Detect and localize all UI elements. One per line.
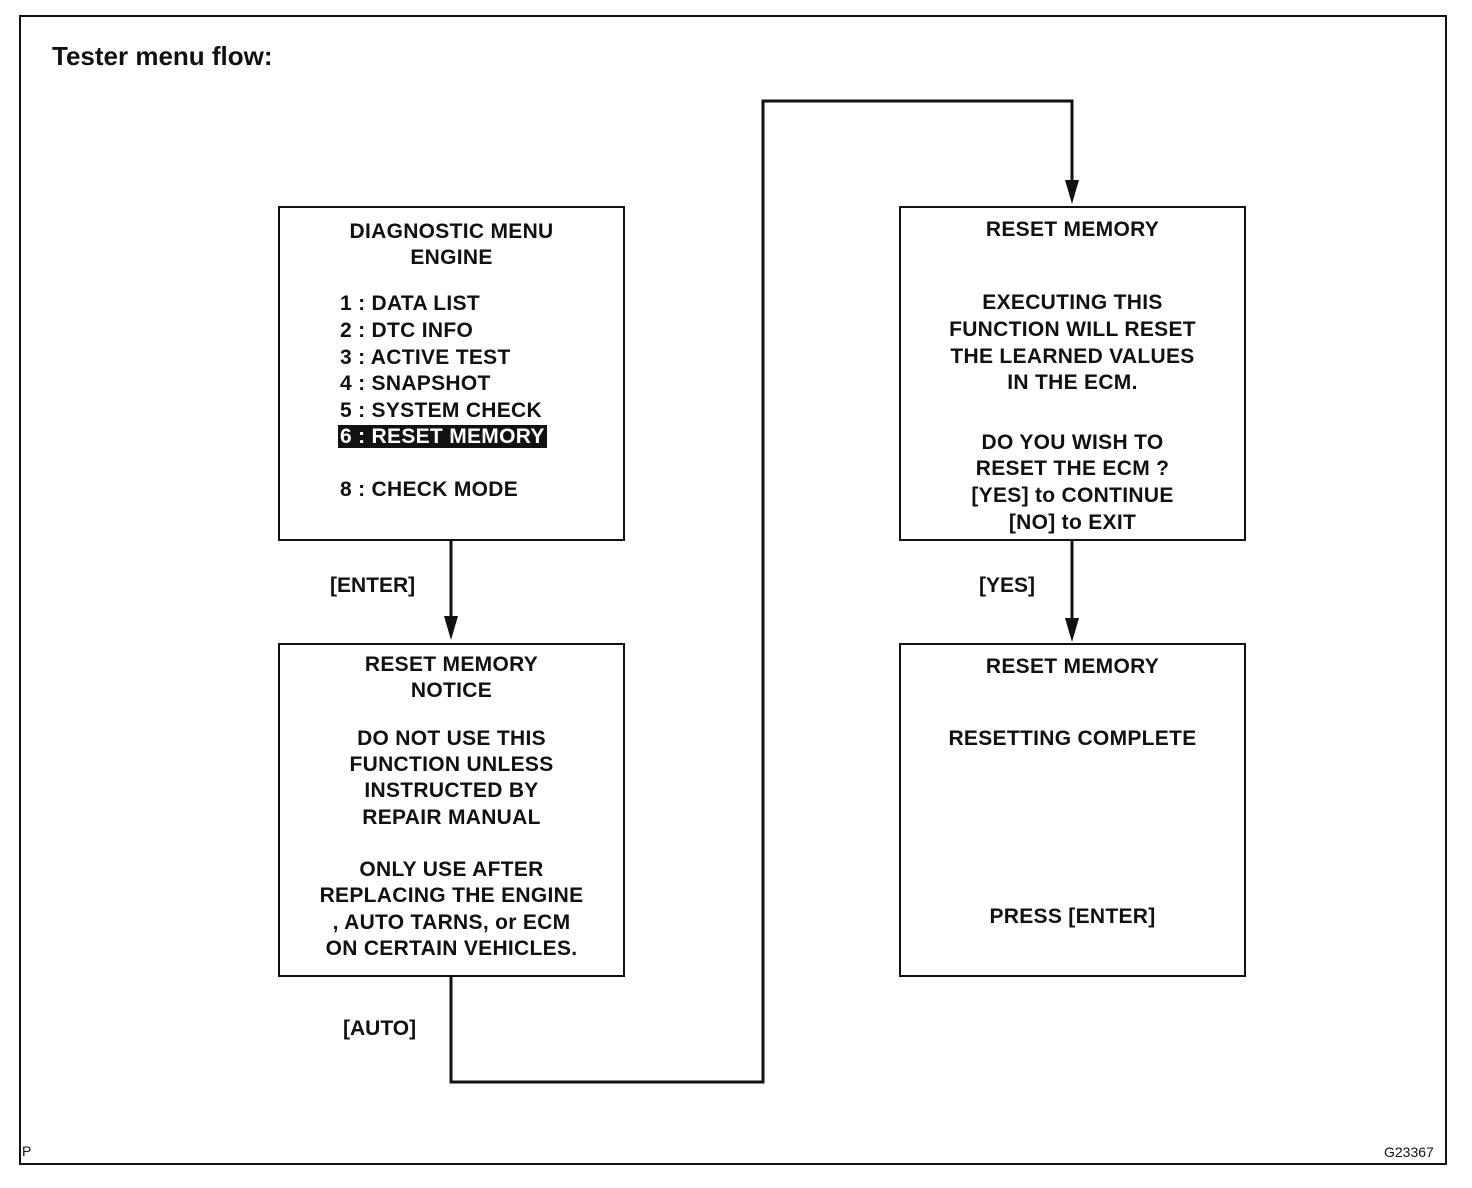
reset-complete-screen: RESET MEMORY RESETTING COMPLETE PRESS [E… bbox=[899, 643, 1246, 977]
confirm-text-line1: EXECUTING THIS bbox=[982, 291, 1163, 314]
menu-heading-line1: DIAGNOSTIC MENU bbox=[349, 220, 554, 243]
confirm-option-no[interactable]: [NO] to EXIT bbox=[1008, 511, 1137, 534]
notice-text-line2: FUNCTION UNLESS bbox=[349, 753, 554, 776]
transition-label-yes: [YES] bbox=[979, 574, 1036, 597]
menu-heading-line2: ENGINE bbox=[410, 246, 493, 269]
notice-text-line8: ON CERTAIN VEHICLES. bbox=[325, 937, 578, 960]
figure-title: Tester menu flow: bbox=[52, 41, 273, 71]
notice-text-line3: INSTRUCTED BY bbox=[364, 779, 539, 802]
notice-text-line6: REPLACING THE ENGINE bbox=[319, 884, 584, 907]
menu-item-reset-memory-selected[interactable]: 6 : RESET MEMORY bbox=[338, 425, 547, 448]
confirm-text-line3: THE LEARNED VALUES bbox=[950, 345, 1195, 368]
arrowhead-yes bbox=[1065, 618, 1079, 642]
notice-text-line1: DO NOT USE THIS bbox=[357, 727, 546, 750]
menu-item-reset-memory-row[interactable]: 6 : RESET MEMORY bbox=[338, 425, 547, 449]
transition-label-auto: [AUTO] bbox=[343, 1017, 417, 1040]
reset-confirm-screen: RESET MEMORY EXECUTING THIS FUNCTION WIL… bbox=[899, 206, 1246, 541]
notice-heading-line2: NOTICE bbox=[410, 679, 493, 702]
diagnostic-menu-screen: DIAGNOSTIC MENU ENGINE 1 : DATA LIST 2 :… bbox=[278, 206, 625, 541]
notice-text-line5: ONLY USE AFTER bbox=[359, 858, 544, 881]
complete-heading: RESET MEMORY bbox=[985, 655, 1160, 678]
footer-left-mark: P bbox=[22, 1143, 32, 1159]
notice-heading-line1: RESET MEMORY bbox=[364, 653, 539, 676]
confirm-text-line4: IN THE ECM. bbox=[1007, 371, 1138, 394]
confirm-heading: RESET MEMORY bbox=[985, 218, 1160, 241]
figure-id: G23367 bbox=[1384, 1144, 1434, 1160]
complete-prompt[interactable]: PRESS [ENTER] bbox=[989, 905, 1156, 928]
confirm-text-line2: FUNCTION WILL RESET bbox=[949, 318, 1196, 341]
confirm-question-line2: RESET THE ECM ? bbox=[975, 457, 1170, 480]
figure-frame bbox=[19, 15, 1447, 1165]
menu-item-dtc-info[interactable]: 2 : DTC INFO bbox=[340, 319, 474, 342]
complete-status: RESETTING COMPLETE bbox=[948, 727, 1197, 750]
confirm-option-yes[interactable]: [YES] to CONTINUE bbox=[971, 484, 1174, 507]
reset-notice-screen: RESET MEMORY NOTICE DO NOT USE THIS FUNC… bbox=[278, 643, 625, 977]
arrow-auto bbox=[449, 99, 1074, 1084]
menu-item-system-check[interactable]: 5 : SYSTEM CHECK bbox=[340, 399, 542, 422]
confirm-question-line1: DO YOU WISH TO bbox=[981, 431, 1164, 454]
menu-item-data-list[interactable]: 1 : DATA LIST bbox=[340, 292, 480, 315]
arrowhead-enter bbox=[444, 616, 458, 640]
menu-item-active-test[interactable]: 3 : ACTIVE TEST bbox=[340, 346, 511, 369]
menu-item-snapshot[interactable]: 4 : SNAPSHOT bbox=[340, 372, 491, 395]
menu-item-check-mode[interactable]: 8 : CHECK MODE bbox=[340, 478, 519, 501]
arrowhead-auto bbox=[1065, 180, 1079, 204]
notice-text-line7: , AUTO TARNS, or ECM bbox=[332, 911, 571, 934]
notice-text-line4: REPAIR MANUAL bbox=[362, 806, 541, 829]
transition-label-enter: [ENTER] bbox=[330, 574, 416, 597]
